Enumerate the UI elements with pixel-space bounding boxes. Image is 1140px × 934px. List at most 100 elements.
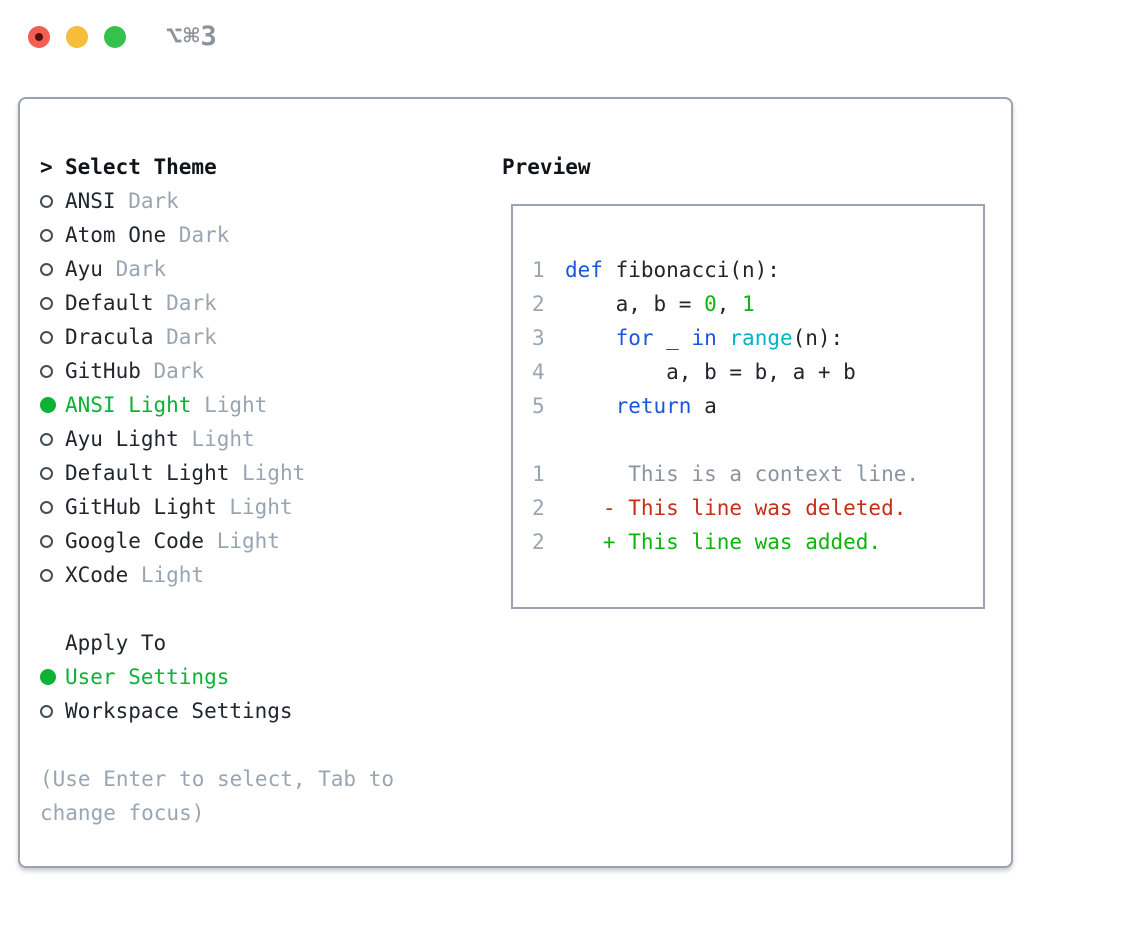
code-line: 2 - This line was deleted. <box>532 491 983 525</box>
line-number: 3 <box>532 326 545 350</box>
code-line: 1 This is a context line. <box>532 457 983 491</box>
theme-option[interactable]: GitHub Dark <box>40 354 394 388</box>
line-number: 5 <box>532 394 545 418</box>
radio-icon <box>40 364 53 378</box>
help-text: (Use Enter to select, Tab to change focus… <box>40 762 394 830</box>
theme-option[interactable]: ANSI Dark <box>40 184 394 218</box>
code-token: for <box>615 326 654 350</box>
code-token: fibonacci(n): <box>602 258 780 282</box>
theme-variant: Dark <box>153 291 217 315</box>
line-number: 4 <box>532 360 545 384</box>
code-line <box>532 423 983 457</box>
radio-icon <box>40 330 53 344</box>
code-line: 2 + This line was added. <box>532 525 983 559</box>
code-token: range <box>729 326 793 350</box>
radio-icon <box>40 466 53 480</box>
line-number: 2 <box>532 292 545 316</box>
line-number: 1 <box>532 258 545 282</box>
apply-to-title: Apply To <box>65 631 167 655</box>
apply-to-option[interactable]: User Settings <box>40 660 394 694</box>
code-token: , <box>716 292 743 316</box>
theme-name: Default <box>65 291 154 315</box>
theme-name: Dracula <box>65 325 154 349</box>
help-line: (Use Enter to select, Tab to <box>40 767 395 791</box>
radio-icon <box>40 568 53 582</box>
close-button[interactable] <box>28 26 50 48</box>
code-line: 5 return a <box>532 389 983 423</box>
line-number: 2 <box>532 496 545 520</box>
theme-variant: Dark <box>166 223 230 247</box>
theme-name: ANSI Light <box>65 393 192 417</box>
theme-variant: Dark <box>115 189 179 213</box>
theme-name: Atom One <box>65 223 167 247</box>
spacer <box>40 728 394 762</box>
theme-option[interactable]: GitHub Light Light <box>40 490 394 524</box>
theme-name: Ayu Light <box>65 427 179 451</box>
code-token: def <box>565 258 603 282</box>
theme-option[interactable]: Atom One Dark <box>40 218 394 252</box>
theme-option[interactable]: Dracula Dark <box>40 320 394 354</box>
theme-option[interactable]: Default Dark <box>40 286 394 320</box>
radio-icon <box>40 704 53 718</box>
titlebar: ⌥⌘3 <box>0 0 1140 96</box>
theme-name: ANSI <box>65 189 116 213</box>
theme-variant: Light <box>128 563 205 587</box>
theme-name: GitHub Light <box>65 495 217 519</box>
theme-variant: Light <box>178 427 255 451</box>
theme-option[interactable]: XCode Light <box>40 558 394 592</box>
close-button-dot <box>35 33 43 41</box>
apply-to-option[interactable]: Workspace Settings <box>40 694 394 728</box>
code-line: 1 def fibonacci(n): <box>532 253 983 287</box>
radio-icon <box>40 534 53 548</box>
theme-variant: Dark <box>102 257 167 281</box>
code-token: _ <box>653 326 692 350</box>
radio-icon <box>40 262 53 276</box>
code-token: a, b = b, a + b <box>565 360 856 384</box>
theme-variant: Light <box>204 529 280 553</box>
theme-variant: Dark <box>140 359 205 383</box>
theme-option[interactable]: Default Light Light <box>40 456 394 490</box>
theme-option[interactable]: Ayu Dark <box>40 252 394 286</box>
radio-icon <box>40 296 53 310</box>
theme-name: Default Light <box>65 461 230 485</box>
code-token: return <box>615 394 692 418</box>
maximize-button[interactable] <box>104 26 126 48</box>
theme-name: GitHub <box>65 359 141 383</box>
radio-icon <box>40 194 53 208</box>
apply-to-label: User Settings <box>65 665 230 689</box>
theme-variant: Light <box>216 495 293 519</box>
code-line: 3 for _ in range(n): <box>532 321 983 355</box>
code-token <box>717 326 730 350</box>
theme-option[interactable]: Ayu Light Light <box>40 422 394 456</box>
radio-selected-icon <box>40 397 56 413</box>
minimize-button[interactable] <box>66 26 88 48</box>
help-line: change focus) <box>40 801 205 825</box>
theme-name: Ayu <box>65 257 103 281</box>
code-line: 4 a, b = b, a + b <box>532 355 983 389</box>
code-token <box>565 326 616 350</box>
apply-to-header: Apply To <box>40 626 394 660</box>
select-theme-title: Select Theme <box>65 155 217 179</box>
theme-name: Google Code <box>65 529 205 553</box>
spacer <box>40 592 394 626</box>
line-number: 2 <box>532 530 545 554</box>
code-token: a <box>691 394 717 418</box>
theme-option[interactable]: ANSI Light Light <box>40 388 394 422</box>
code-token: in <box>691 326 717 350</box>
apply-to-label: Workspace Settings <box>65 699 293 723</box>
code-token: a, b = <box>565 292 705 316</box>
code-token: + This line was added. <box>565 530 882 554</box>
code-line: 2 a, b = 0, 1 <box>532 287 983 321</box>
theme-option[interactable]: Google Code Light <box>40 524 394 558</box>
select-theme-header: >Select Theme <box>40 150 394 184</box>
theme-variant: Light <box>191 393 268 417</box>
code-token: (n): <box>792 326 844 350</box>
theme-variant: Light <box>229 461 306 485</box>
preview-title: Preview <box>502 155 591 179</box>
code-token: This is a context line. <box>565 462 920 486</box>
